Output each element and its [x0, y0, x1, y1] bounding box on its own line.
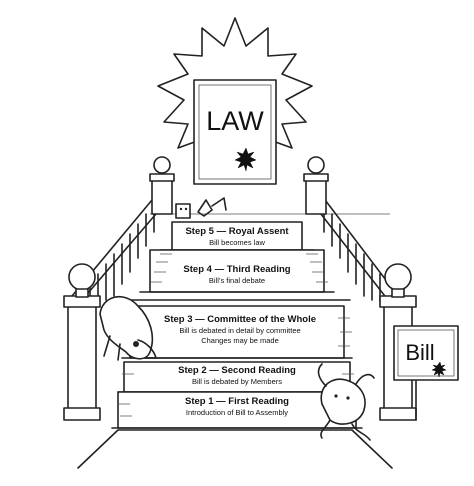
step-2 — [123, 361, 351, 393]
climbing-figure-left — [99, 295, 157, 361]
step-5-desc-1: Bill becomes law — [209, 238, 265, 247]
step-3-desc-1: Bill is debated in detail by committee — [179, 326, 300, 335]
bill-sign-label: Bill — [405, 340, 434, 365]
seal-icon — [431, 361, 447, 378]
step-3-title: Step 3 — Committee of the Whole — [164, 314, 316, 325]
step-1-desc-1: Introduction of Bill to Assembly — [186, 408, 288, 417]
law-sign-label: LAW — [206, 106, 264, 136]
step-labels: Step 5 — Royal Assent Bill becomes law S… — [164, 226, 316, 417]
staircase — [111, 221, 363, 429]
step-2-title: Step 2 — Second Reading — [178, 365, 296, 376]
seal-icon — [234, 147, 257, 172]
step-4-title: Step 4 — Third Reading — [183, 264, 290, 275]
law-sign: LAW — [193, 79, 277, 185]
left-banister — [63, 156, 175, 421]
floor-outline — [77, 429, 393, 469]
step-1-title: Step 1 — First Reading — [185, 396, 289, 407]
step-4 — [149, 249, 325, 293]
step-4-desc-1: Bill’s final debate — [209, 276, 265, 285]
bill-sign: Bill — [393, 325, 459, 421]
step-3-desc-2: Changes may be made — [201, 336, 279, 345]
step-1 — [117, 391, 357, 429]
bill-creature-bottom — [317, 363, 375, 441]
step-5-title: Step 5 — Royal Assent — [185, 226, 289, 237]
step-2-desc-1: Bill is debated by Members — [192, 377, 282, 386]
bill-creature-top — [175, 197, 227, 219]
